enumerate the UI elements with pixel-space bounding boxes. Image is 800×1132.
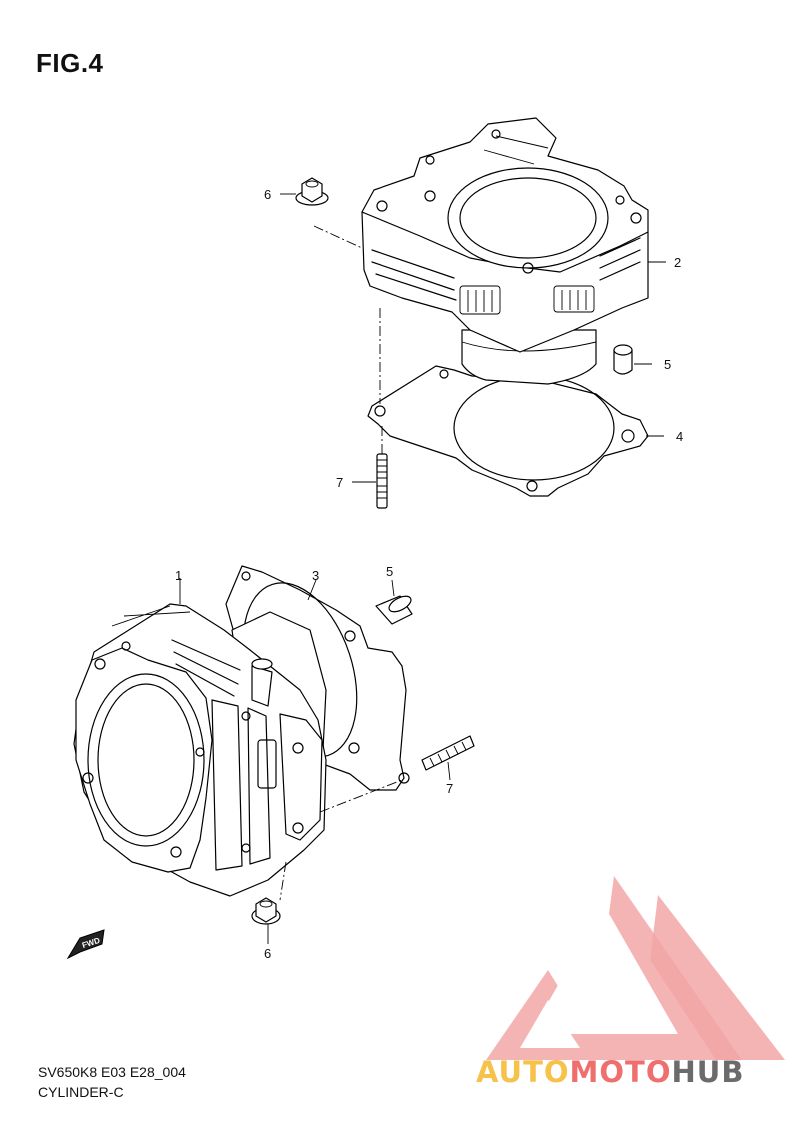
callout-5-lower: 5 bbox=[386, 564, 393, 579]
cylinder-block-upper bbox=[361, 117, 649, 385]
lower-assembly: 1 3 5 7 6 bbox=[73, 564, 475, 961]
callout-6-upper: 6 bbox=[264, 187, 271, 202]
watermark-moto: MOTO bbox=[570, 1055, 672, 1089]
callout-7-upper: 7 bbox=[336, 475, 343, 490]
callout-2-upper: 2 bbox=[674, 255, 681, 270]
watermark-auto: AUTO bbox=[476, 1055, 570, 1089]
figure-code: SV650K8 E03 E28_004 bbox=[38, 1064, 186, 1080]
cylinder-base-gasket-upper bbox=[367, 365, 649, 497]
watermark-hub: HUB bbox=[672, 1055, 745, 1089]
callout-5-upper: 5 bbox=[664, 357, 671, 372]
figure-name: CYLINDER-C bbox=[38, 1084, 124, 1100]
figure-title: FIG.4 bbox=[36, 48, 104, 78]
watermark-text: AUTOMOTOHUB bbox=[476, 1055, 744, 1089]
upper-assembly: 6 2 5 4 7 bbox=[264, 117, 683, 509]
dowel-pin-lower bbox=[375, 595, 413, 625]
watermark-logo bbox=[486, 876, 785, 1060]
callout-1-lower: 1 bbox=[175, 568, 182, 583]
flange-nut-upper bbox=[295, 177, 329, 206]
callout-3-lower: 3 bbox=[312, 568, 319, 583]
flange-nut-lower bbox=[251, 897, 281, 925]
stud-bolt-upper bbox=[376, 453, 388, 509]
dowel-pin-upper bbox=[613, 344, 633, 375]
watermark-triangle-icon bbox=[486, 876, 785, 1060]
stud-bolt-lower bbox=[421, 735, 475, 771]
cylinder-block-lower bbox=[73, 603, 327, 897]
callout-4-upper: 4 bbox=[676, 429, 683, 444]
callout-7-lower: 7 bbox=[446, 781, 453, 796]
fwd-arrow-icon: FWD bbox=[66, 929, 105, 960]
callout-6-lower: 6 bbox=[264, 946, 271, 961]
